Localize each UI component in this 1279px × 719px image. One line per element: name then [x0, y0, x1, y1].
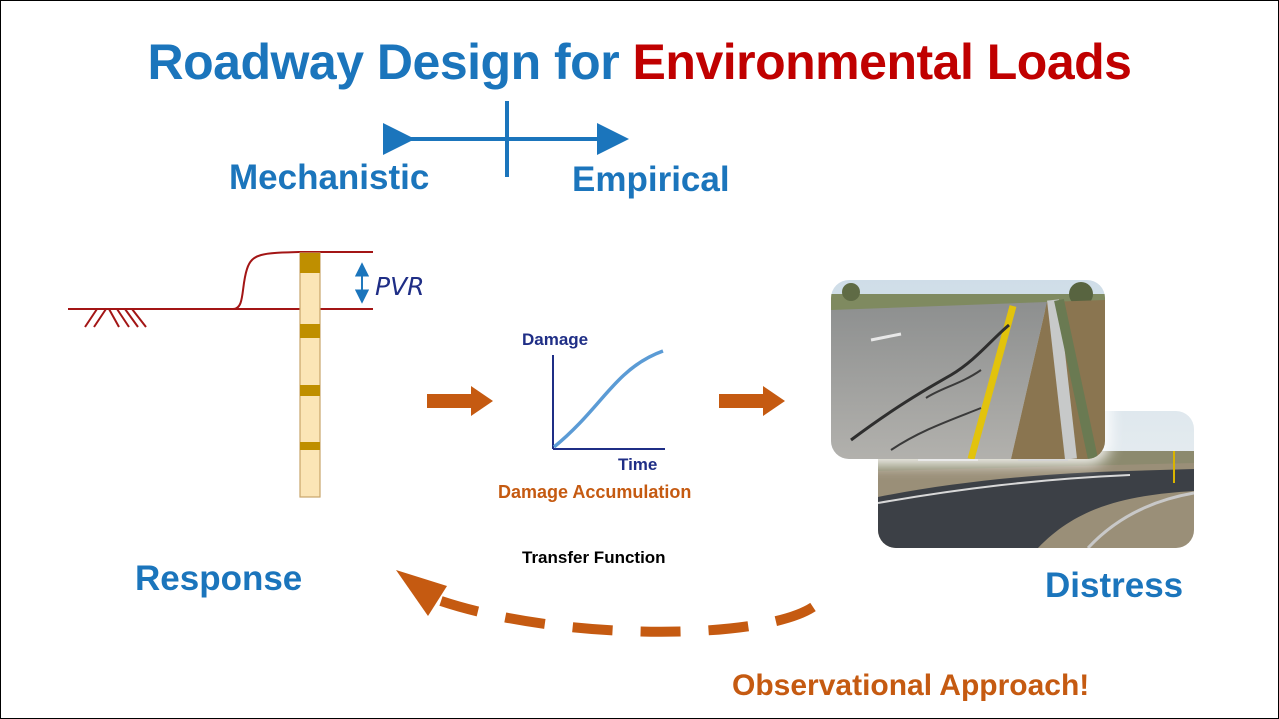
title-part-design: Roadway Design for: [147, 34, 633, 90]
damage-axis-label: Damage: [522, 330, 588, 349]
mechanistic-label: Mechanistic: [229, 158, 430, 197]
observational-approach-label: Observational Approach!: [732, 669, 1090, 702]
cracked-road-photo: [831, 280, 1105, 459]
column-body: [299, 252, 321, 498]
soil-response-sketch: PVR: [68, 251, 425, 498]
column-band-top: [300, 253, 320, 273]
cracked-road-image: [831, 280, 1105, 459]
column-band: [300, 324, 320, 338]
empirical-label: Empirical: [572, 160, 730, 199]
slide-title: Roadway Design for Environmental Loads: [1, 33, 1278, 91]
response-label: Response: [135, 559, 303, 598]
damage-accumulation-label: Damage Accumulation: [498, 482, 692, 502]
column-band: [300, 442, 320, 450]
heave-profile-line: [232, 251, 373, 310]
pvr-label: PVR: [375, 272, 425, 301]
column-band: [300, 385, 320, 396]
transfer-function-label: Transfer Function: [522, 548, 666, 567]
flow-arrow-icon: [427, 386, 493, 416]
observational-feedback-arrow: [439, 596, 816, 637]
title-part-environmental: Environmental Loads: [632, 34, 1132, 90]
road-curve-photo: [878, 411, 1194, 548]
mechanistic-empirical-scale: [383, 101, 629, 177]
flow-arrow-icon: [719, 386, 785, 416]
distress-label: Distress: [1045, 566, 1184, 605]
road-curve-image: [878, 411, 1194, 548]
ground-hatch-icon: [84, 308, 147, 328]
feedback-arrowhead-icon: [396, 570, 447, 616]
soil-column: [299, 252, 321, 498]
damage-chart: Damage Time: [522, 330, 665, 474]
time-axis-label: Time: [618, 455, 657, 474]
damage-curve: [552, 349, 664, 449]
